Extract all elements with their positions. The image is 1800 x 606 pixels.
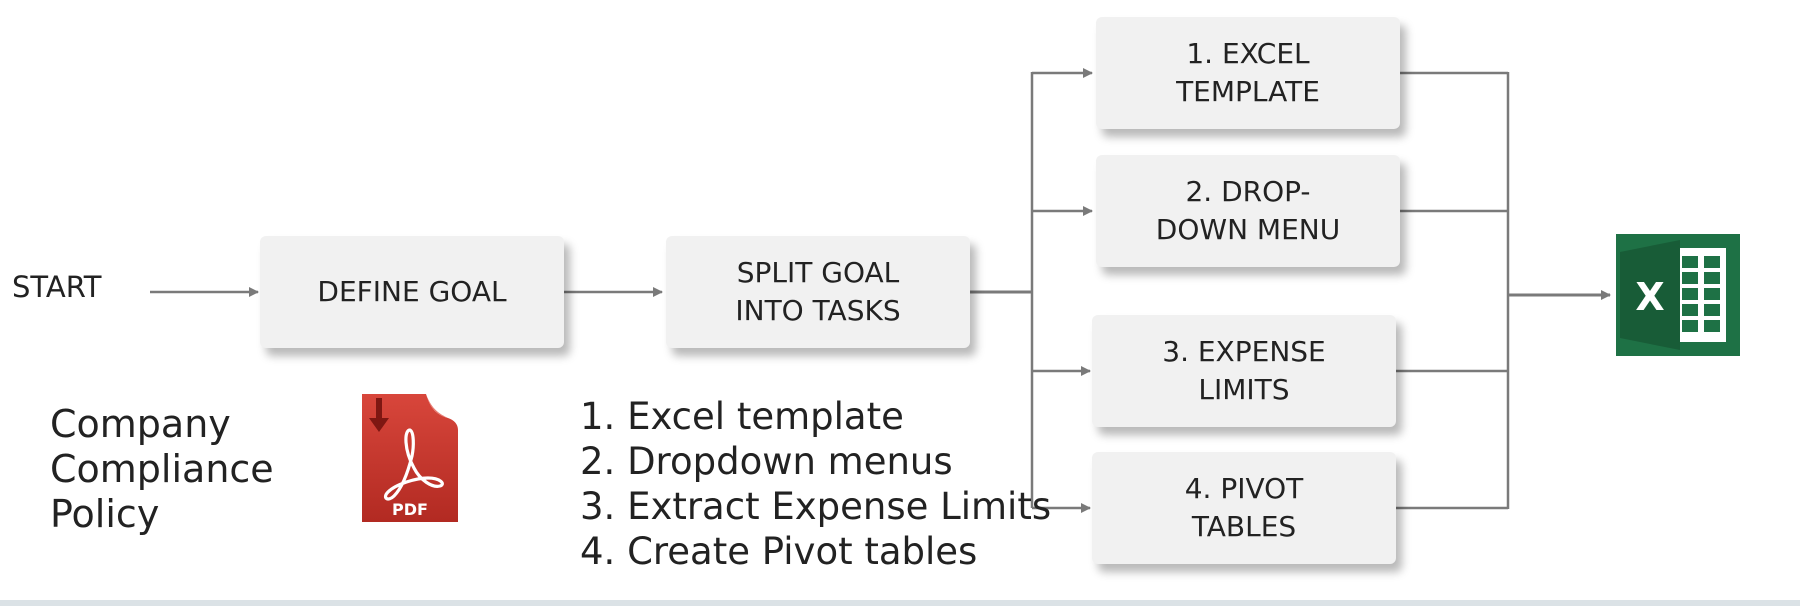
policy-line: Compliance <box>50 447 274 491</box>
policy-line: Policy <box>50 492 160 536</box>
excel-icon-letter: X <box>1635 275 1664 319</box>
task-box-pivot-tables: 4. PIVOT TABLES <box>1092 452 1396 564</box>
pdf-file-icon: PDF <box>362 394 458 522</box>
list-item: 4. Create Pivot tables <box>580 530 978 573</box>
task-box-dropdown-menu: 2. DROP- DOWN MENU <box>1096 155 1400 267</box>
footer-divider <box>0 600 1800 606</box>
excel-logo-icon: X <box>1616 234 1740 356</box>
tasks-list: 1. Excel template 2. Dropdown menus 3. E… <box>580 394 1051 574</box>
split-goal-box: SPLIT GOAL INTO TASKS <box>666 236 970 348</box>
pdf-icon-label: PDF <box>392 500 428 519</box>
start-label: START <box>12 270 102 304</box>
list-item: 3. Extract Expense Limits <box>580 485 1052 528</box>
policy-line: Company <box>50 402 231 446</box>
task-box-excel-template: 1. EXCEL TEMPLATE <box>1096 17 1400 129</box>
company-compliance-policy-label: Company Compliance Policy <box>50 402 274 537</box>
define-goal-box: DEFINE GOAL <box>260 236 564 348</box>
list-item: 2. Dropdown menus <box>580 440 953 483</box>
list-item: 1. Excel template <box>580 395 904 438</box>
task-box-expense-limits: 3. EXPENSE LIMITS <box>1092 315 1396 427</box>
